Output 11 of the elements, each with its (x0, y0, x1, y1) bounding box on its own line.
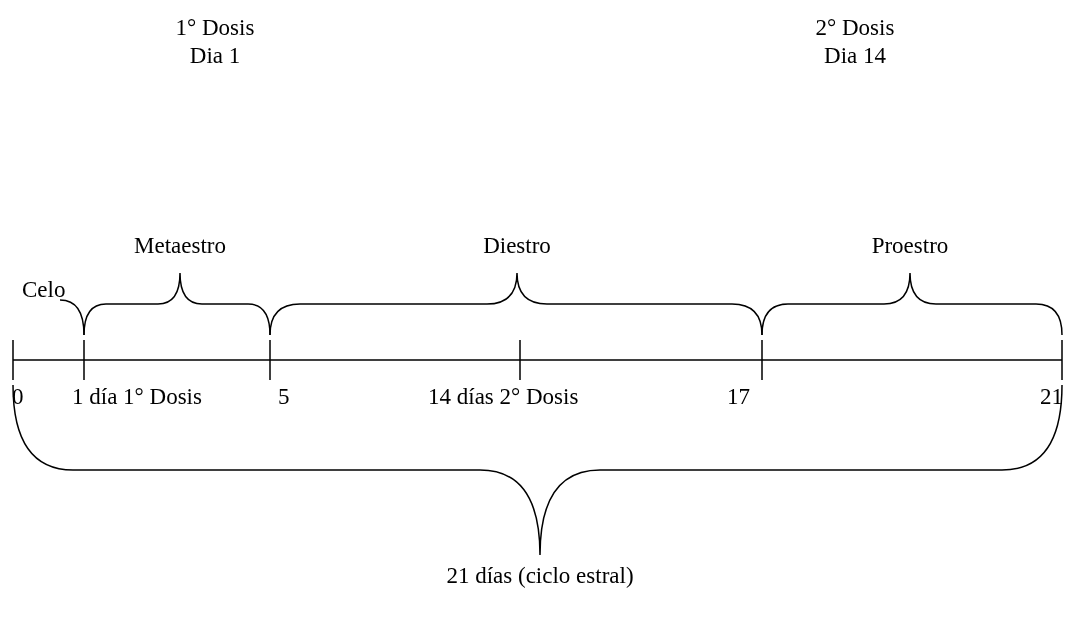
cycle-label: 21 días (ciclo estral) (446, 562, 634, 590)
phase-label: Celo (22, 276, 66, 304)
phase-label: Diestro (483, 232, 551, 260)
tick-label: 17 (727, 383, 750, 411)
phase-label: Metaestro (134, 232, 226, 260)
tick-label: 1 día 1° Dosis (72, 383, 202, 411)
phase-label: Proestro (871, 232, 949, 260)
tick-label: 5 (278, 383, 290, 411)
dose-note: 1° Dosis Dia 1 (174, 14, 256, 70)
dose-note: 2° Dosis Dia 14 (814, 14, 896, 70)
tick-label: 14 días 2° Dosis (428, 383, 579, 411)
